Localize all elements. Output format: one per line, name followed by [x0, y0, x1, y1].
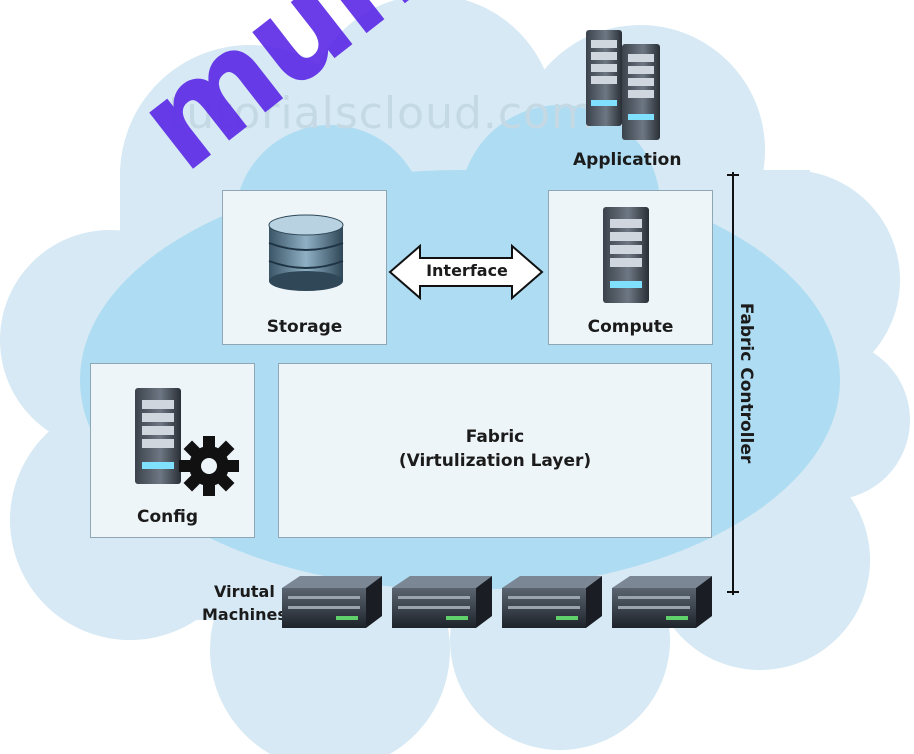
fabric-box [278, 363, 712, 538]
fabric-title: Fabric [465, 427, 525, 447]
fabric-subtitle: (Virtulization Layer) [398, 451, 592, 471]
config-box: Config [90, 363, 255, 538]
watermark-text: tutorialscloud.com [168, 88, 595, 139]
storage-label: Storage [266, 317, 343, 337]
compute-box: Compute [548, 190, 713, 345]
application-label: Application [573, 150, 682, 170]
storage-box: Storage [222, 190, 387, 345]
server-tower-pair-icon [586, 30, 660, 140]
vm-label-line1: Virutal [214, 582, 275, 601]
interface-label: Interface [426, 261, 508, 280]
rack-server-icon [502, 576, 602, 628]
compute-label: Compute [587, 317, 674, 337]
fabric-controller-bracket [727, 172, 739, 595]
interface-arrow [388, 243, 544, 301]
database-icon [268, 214, 344, 291]
rack-server-icon [282, 576, 382, 628]
config-label: Config [137, 507, 199, 527]
rack-server-icon [392, 576, 492, 628]
server-gear-icon [135, 388, 239, 496]
virtual-machines-label: Virutal Machines [202, 580, 287, 626]
fabric-controller-label: Fabric Controller [736, 302, 756, 464]
server-tower-icon [603, 207, 649, 303]
virtual-machine-racks [282, 576, 712, 628]
rack-server-icon [612, 576, 712, 628]
vm-label-line2: Machines [202, 605, 287, 624]
fabric-label: Fabric (Virtulization Layer) [280, 425, 710, 473]
